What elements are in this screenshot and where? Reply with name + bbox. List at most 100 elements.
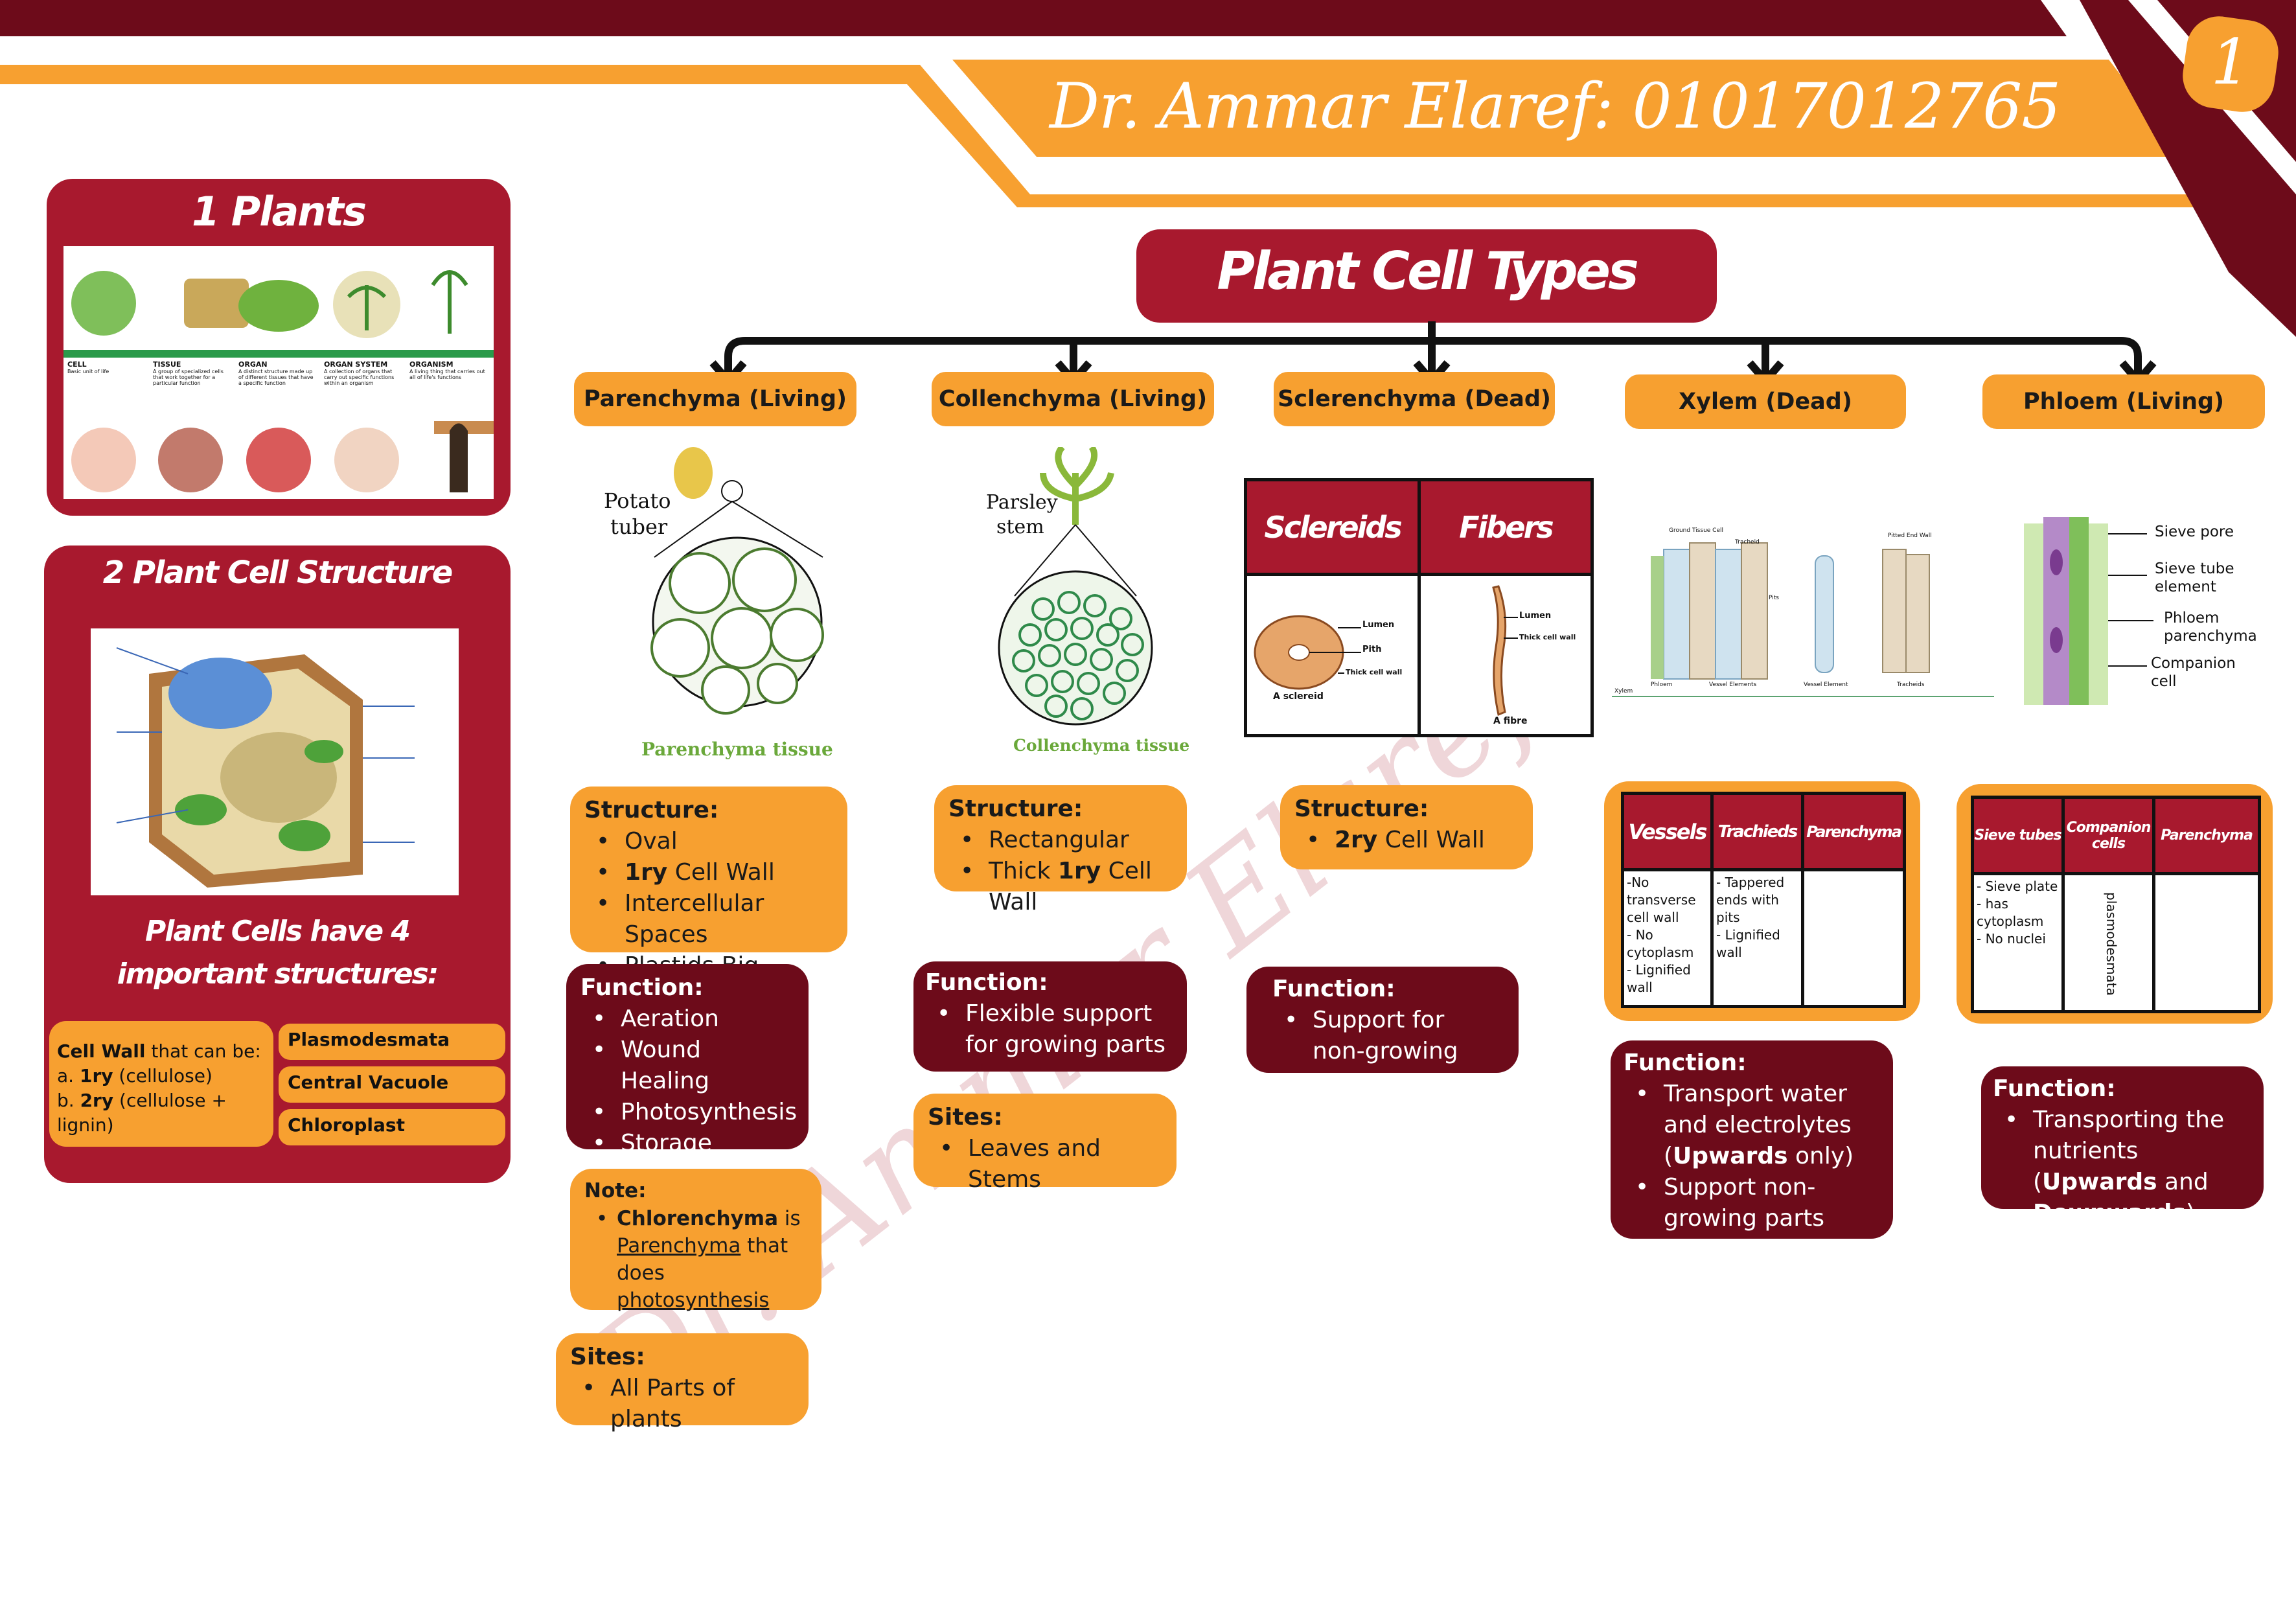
structure-title: Structure: <box>948 796 1083 822</box>
note-list: Chlorenchyma is Parenchyma that does pho… <box>584 1205 807 1314</box>
function-list: Support for non-growing parts <box>1272 1005 1493 1098</box>
cell-wall-intro: Cell Wall that can be: <box>57 1039 266 1064</box>
vessels-cell: -No transverse cell wall - No cytoplasm … <box>1621 868 1714 1008</box>
collenchyma-structure-card: Structure: Rectangular Thick 1ry Cell Wa… <box>934 785 1187 915</box>
fibre-illustration <box>1492 585 1518 717</box>
parenchyma-sites-card: Sites: All Parts of plants <box>556 1333 809 1432</box>
parenchyma-illustration <box>650 447 824 715</box>
item-bold: 1ry <box>1057 858 1101 884</box>
function-title: Function: <box>1272 976 1395 1002</box>
sclereid-caption: A sclereid <box>1273 691 1324 702</box>
level-tissue: TISSUE A group of specialized cells that… <box>149 360 235 386</box>
list-item: Chlorenchyma is Parenchyma that does pho… <box>584 1205 807 1314</box>
item-text: Transporting the nutrients ( <box>2033 1107 2225 1195</box>
item-text: Cell Wall <box>989 858 1152 915</box>
cell-wall-option-a: a. 1ry (cellulose) <box>57 1064 266 1088</box>
item-text: and <box>2157 1169 2209 1195</box>
item-text: ) <box>2186 1200 2196 1226</box>
item-bold: Upwards <box>1673 1143 1788 1169</box>
type-parenchyma: Parenchyma (Living) <box>574 372 856 426</box>
sclerenchyma-function-card: Function: Support for non-growing parts <box>1246 967 1519 1096</box>
cell-wall-option-b: b. 2ry (cellulose + lignin) <box>57 1088 266 1138</box>
sites-list: Leaves and Stems <box>928 1133 1162 1195</box>
structure-title: Structure: <box>1294 796 1429 822</box>
xylem-label-phloem: Phloem <box>1651 682 1673 688</box>
fibers-header: Fibers <box>1418 478 1594 576</box>
option-rest: (cellulose) <box>113 1065 212 1086</box>
phloem-label-sieve-pore: Sieve pore <box>2155 523 2234 540</box>
list-item: Photosynthesis <box>580 1097 797 1128</box>
structure-list: 2ry Cell Wall <box>1294 825 1519 856</box>
xylem-label-tracheids: Tracheids <box>1897 682 1925 688</box>
list-item: Rectangular <box>948 825 1173 856</box>
function-list: Transport water and electrolytes (Upward… <box>1624 1079 1880 1234</box>
header-text: Fibers <box>1459 509 1554 545</box>
function-list: Transporting the nutrients (Upwards and … <box>1993 1105 2252 1229</box>
sites-title: Sites: <box>928 1104 1003 1131</box>
item-text: only) <box>1787 1143 1854 1169</box>
structure-item-chloroplast: Chloroplast <box>279 1109 505 1145</box>
collenchyma-illustration <box>998 444 1153 726</box>
function-title: Function: <box>580 974 704 1001</box>
sites-title: Sites: <box>570 1344 645 1370</box>
companion-cells-header: Companion cells <box>2061 796 2155 875</box>
option-bold: 1ry <box>79 1065 113 1086</box>
phloem-label-parenchyma: Phloem parenchyma <box>2164 610 2257 645</box>
structure-item-central-vacuole: Central Vacuole <box>279 1066 505 1103</box>
xylem-label-pitted: Pitted End Wall <box>1888 533 1932 539</box>
header-text: Sieve tubes <box>1974 827 2061 844</box>
note-underline: photosynthesis <box>617 1289 770 1312</box>
level-desc: A distinct structure made up of differen… <box>238 369 314 386</box>
main-title: Plant Cell Types <box>1217 241 1638 301</box>
list-item: Intercellular Spaces <box>584 888 833 950</box>
phloem-table: Sieve tubes Companion cells Parenchyma -… <box>1971 796 2261 1013</box>
option-prefix: b. <box>57 1090 80 1111</box>
xylem-label-ground: Ground Tissue Cell <box>1669 527 1723 534</box>
sclereid-cell: Lumen Pith Thick cell wall A sclereid <box>1244 573 1421 737</box>
fibre-cell: Lumen Thick cell wall A fibre <box>1418 573 1594 737</box>
author-header: Dr. Ammar Elaref: 01017012765 <box>1050 70 2061 143</box>
level-desc: Basic unit of life <box>67 369 109 374</box>
structure-list: Rectangular Thick 1ry Cell Wall <box>948 825 1173 918</box>
header-text: Parenchyma <box>2161 827 2253 844</box>
parsley-label-2: stem <box>996 516 1044 538</box>
note-text: is <box>778 1207 801 1230</box>
levels-of-organization-image: CELL Basic unit of life TISSUE A group o… <box>63 246 494 499</box>
header-text: Companion cells <box>2066 819 2152 852</box>
parenchyma-note-card: Note: Chlorenchyma is Parenchyma that do… <box>570 1169 821 1312</box>
xylem-label-vessel-element: Vessel Element <box>1804 682 1848 688</box>
sclereids-header: Sclereids <box>1244 478 1421 576</box>
list-item: 2ry Cell Wall <box>1294 825 1519 856</box>
header-text: Trachieds <box>1717 821 1798 842</box>
type-sclerenchyma: Sclerenchyma (Dead) <box>1274 372 1555 426</box>
cell-wall-box: Cell Wall that can be: a. 1ry (cellulose… <box>49 1021 273 1147</box>
function-list: Aeration Wound Healing Photosynthesis St… <box>580 1004 797 1159</box>
fibre-caption: A fibre <box>1493 716 1528 726</box>
parenchyma-caption: Parenchyma tissue <box>641 739 833 760</box>
tree-connector <box>709 321 2157 386</box>
cell-wall-label: Cell Wall <box>57 1040 146 1062</box>
option-prefix: a. <box>57 1065 80 1086</box>
structure-title: Structure: <box>584 797 719 823</box>
note-text: that does <box>617 1234 788 1285</box>
item-text: Oval <box>625 828 678 855</box>
list-item: Oval <box>584 826 833 857</box>
sclereid-illustration <box>1254 615 1361 690</box>
item-bold: Upwards <box>2042 1169 2157 1195</box>
structures-heading-line-2: important structures: <box>117 958 439 991</box>
parsley-label-1: Parsley <box>986 491 1058 514</box>
list-item: Flexible support for growing parts <box>925 998 1175 1061</box>
parenchyma-function-card: Function: Aeration Wound Healing Photosy… <box>566 964 809 1159</box>
plants-title: 1 Plants <box>192 188 367 235</box>
level-desc: A group of specialized cells that work t… <box>153 369 224 386</box>
sclerenchyma-table: Sclereids Fibers Lumen Pith Thick cell w… <box>1244 478 1594 737</box>
list-item: Aeration <box>580 1004 794 1035</box>
item-bold: 1ry <box>625 859 668 886</box>
header-text: Parenchyma <box>1806 822 1902 841</box>
companion-cells-cell: plasmodesmata <box>2061 872 2155 1013</box>
xylem-image: Ground Tissue Cell Tracheid Pitted End W… <box>1612 523 1994 698</box>
function-title: Function: <box>1993 1075 2116 1102</box>
phloem-image: Sieve pore Sieve tube element Phloem par… <box>2017 511 2264 718</box>
option-bold: 2ry <box>80 1090 114 1111</box>
cell-structure-panel: 2 Plant Cell Structure Plant Cells have … <box>44 546 511 1183</box>
